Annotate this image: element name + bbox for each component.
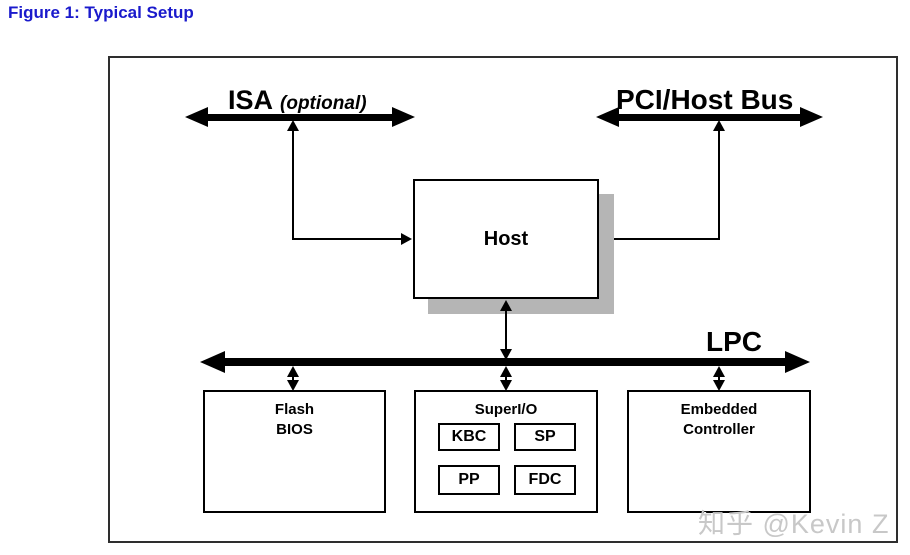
arrowhead-down-icon — [287, 380, 299, 391]
arrowhead-down-icon — [500, 380, 512, 391]
isa-host-connector-vline — [292, 129, 294, 239]
arrowhead-up-icon — [713, 120, 725, 131]
lpc-flash-connector — [292, 375, 294, 382]
lpc-bus-label: LPC — [706, 326, 762, 357]
kbc-block: KBC — [438, 423, 500, 451]
flash-bios-label-line1: Flash — [274, 401, 315, 418]
superio-block: SuperI/O KBC SP PP FDC — [414, 390, 598, 513]
flash-bios-label-line2: BIOS — [276, 421, 313, 439]
sp-block: SP — [514, 423, 576, 451]
arrowhead-up-icon — [713, 366, 725, 377]
arrowhead-up-icon — [500, 300, 512, 311]
pci-bus-shaft — [619, 113, 800, 121]
ec-label-line1: Embedded — [680, 401, 758, 418]
isa-bus-name: ISA — [228, 85, 274, 115]
lpc-superio-connector — [505, 375, 507, 382]
isa-bus-arrow — [185, 107, 415, 127]
arrowhead-down-icon — [713, 380, 725, 391]
isa-bus-qualifier: (optional) — [280, 93, 367, 114]
embedded-controller-block: Embedded Controller — [627, 390, 811, 513]
pci-host-connector-vline — [718, 129, 720, 239]
arrow-right-icon — [392, 107, 415, 127]
arrow-left-icon — [185, 107, 208, 127]
pp-block: PP — [438, 465, 500, 495]
superio-label: SuperI/O — [474, 401, 538, 418]
pci-bus-arrow — [596, 107, 823, 127]
pci-bus-label: PCI/Host Bus — [616, 84, 794, 115]
figure-title: Figure 1: Typical Setup — [8, 3, 194, 22]
lpc-ec-connector — [718, 375, 720, 382]
watermark-text: 知乎 @Kevin Z — [698, 509, 890, 539]
arrowhead-down-icon — [500, 349, 512, 360]
pci-host-connector-hline — [610, 238, 720, 240]
isa-bus-shaft — [208, 113, 392, 121]
ec-label-line2: Controller — [683, 421, 755, 439]
host-lpc-connector-vline — [505, 309, 507, 350]
arrowhead-up-icon — [287, 366, 299, 377]
fdc-block: FDC — [514, 465, 576, 495]
arrowhead-up-icon — [287, 120, 299, 131]
arrow-left-icon — [596, 107, 619, 127]
arrow-left-icon — [200, 351, 225, 373]
isa-host-connector-hline — [292, 238, 402, 240]
lpc-bus-shaft — [225, 358, 785, 366]
arrow-right-icon — [800, 107, 823, 127]
host-block: Host — [413, 179, 599, 299]
host-label: Host — [483, 227, 529, 250]
isa-bus-label: ISA (optional) — [228, 85, 367, 116]
lpc-bus-arrow — [200, 351, 810, 373]
arrowhead-right-icon — [401, 233, 412, 245]
arrow-right-icon — [785, 351, 810, 373]
arrowhead-up-icon — [500, 366, 512, 377]
flash-bios-block: Flash BIOS — [203, 390, 386, 513]
